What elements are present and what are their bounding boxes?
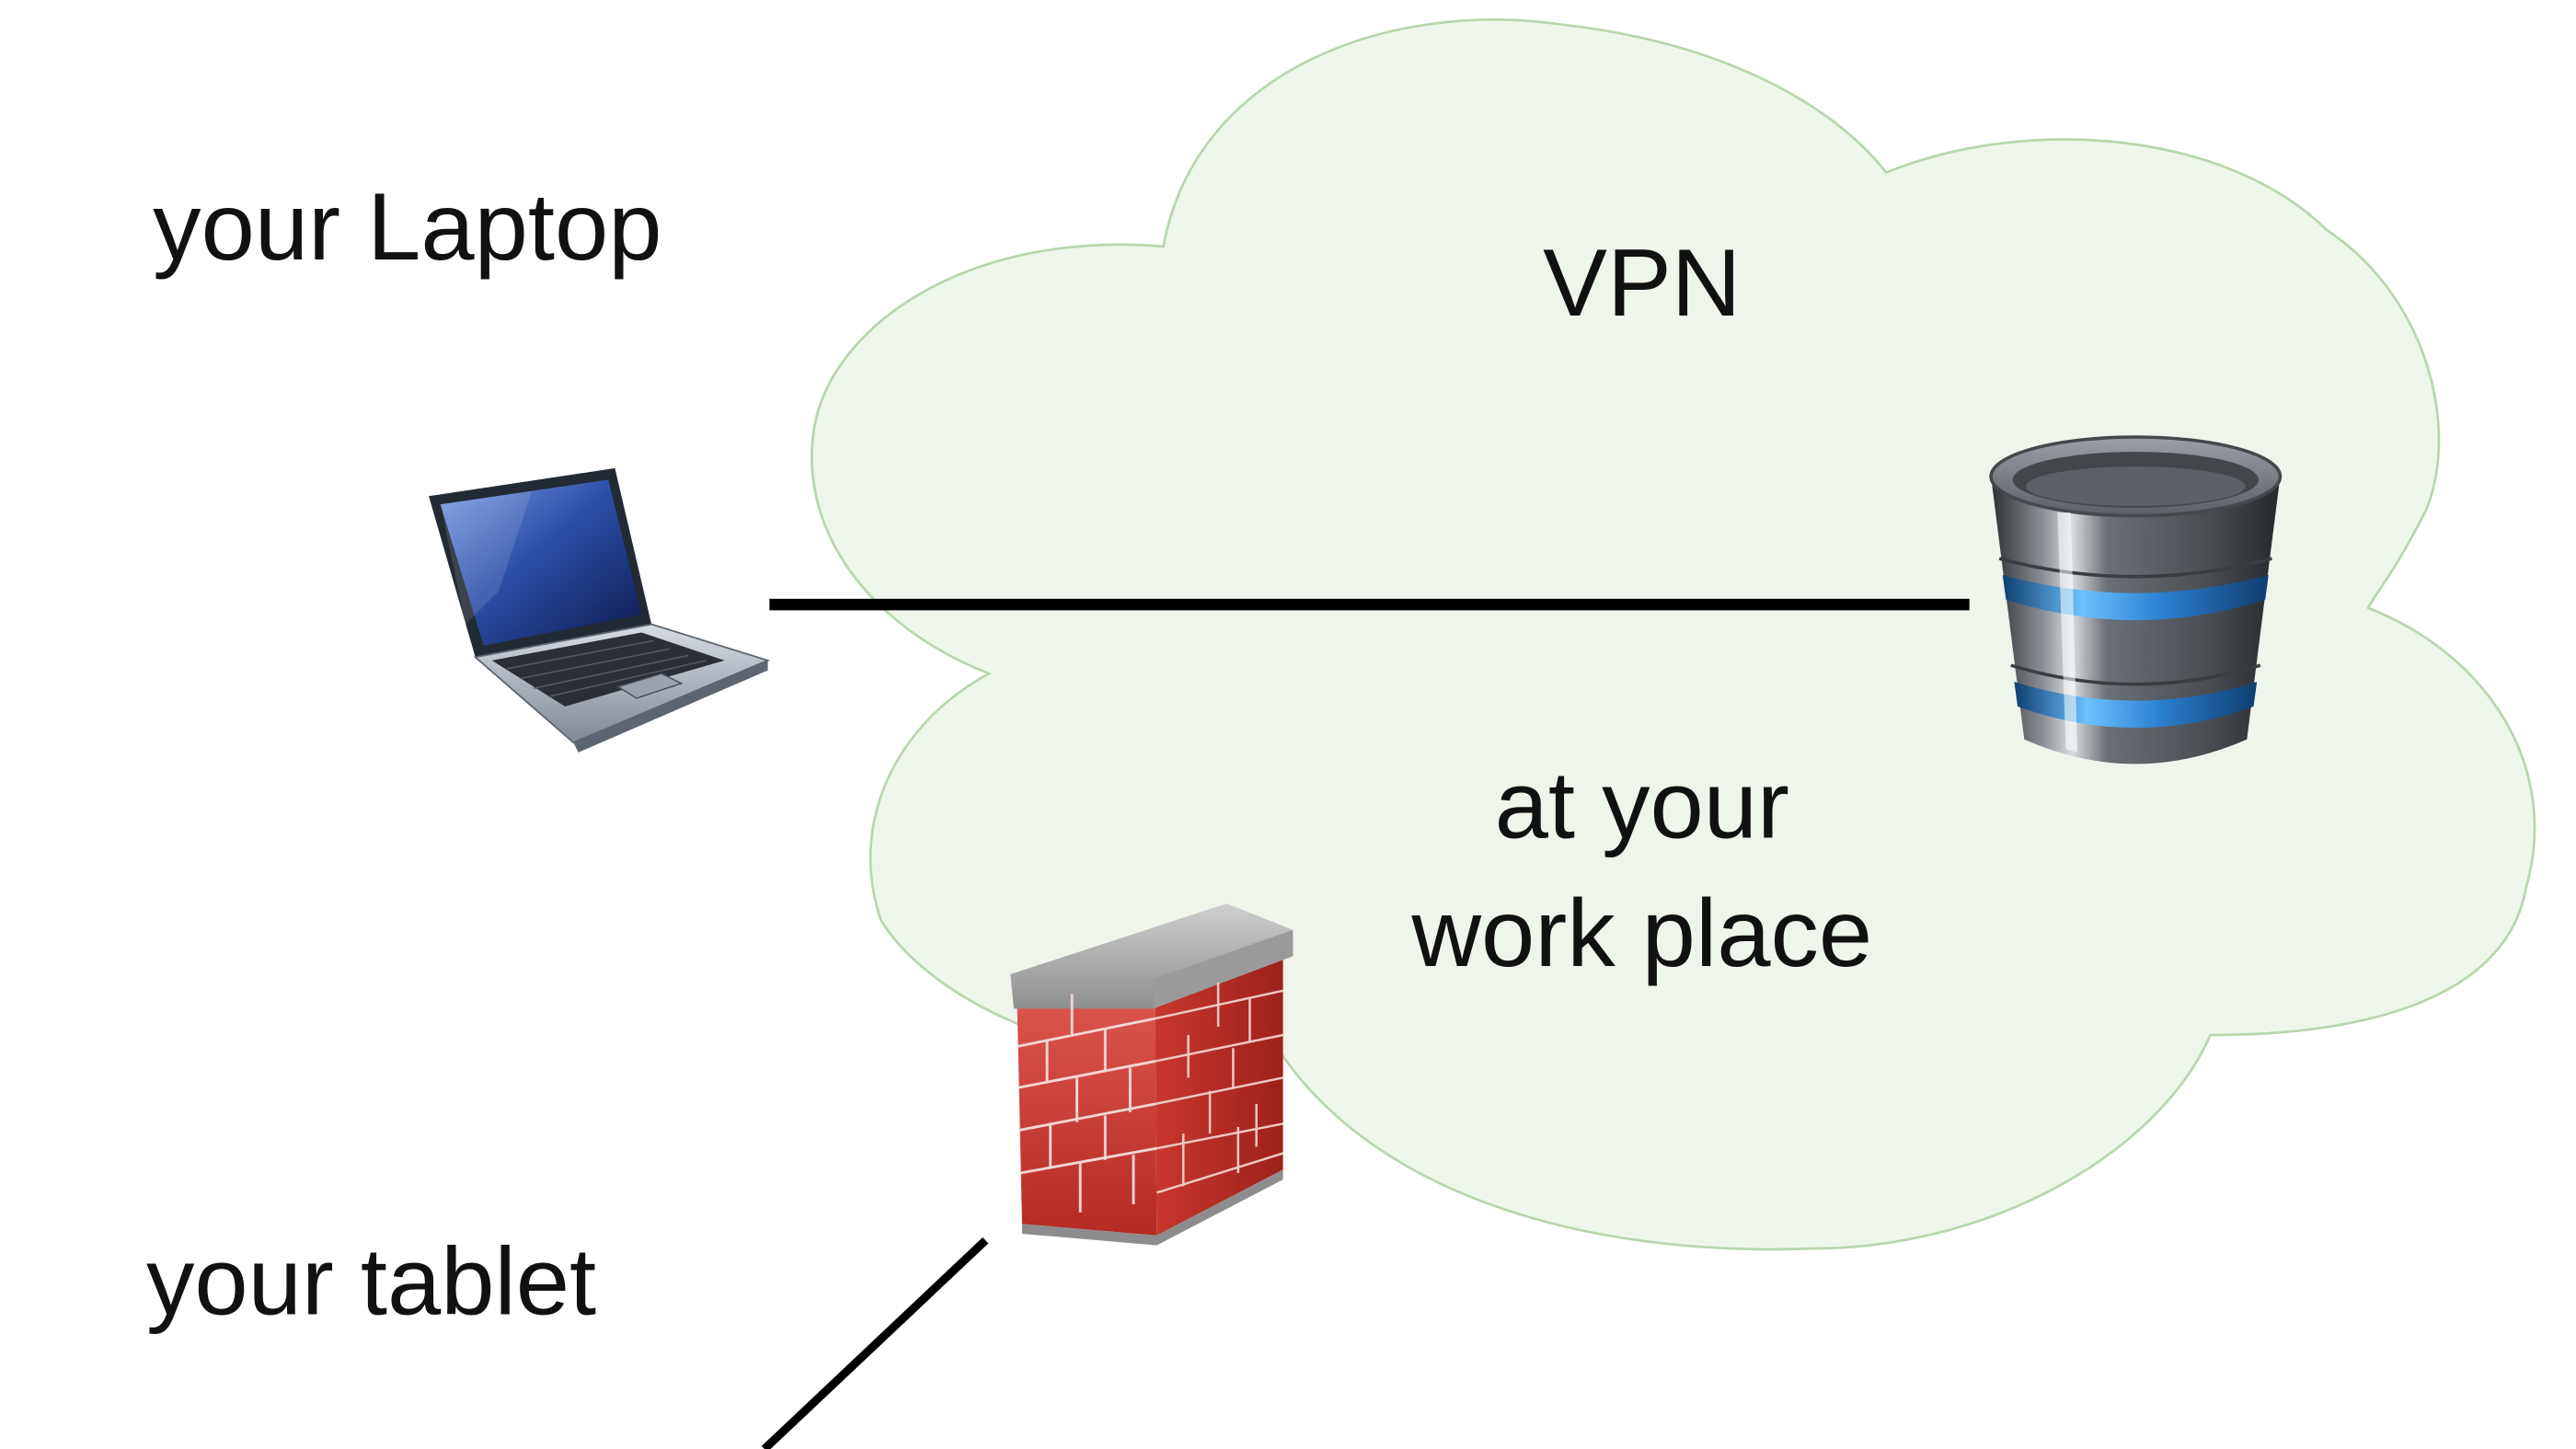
tablet-label: your tablet <box>146 1229 596 1335</box>
tablet-connection-line <box>761 1236 989 1449</box>
workplace-label-line-2: work place <box>1410 881 1872 987</box>
firewall-icon <box>1010 903 1294 1246</box>
laptop-label: your Laptop <box>153 175 661 281</box>
vpn-label: VPN <box>1543 230 1741 336</box>
workplace-label-line-1: at your <box>1495 753 1789 858</box>
database-server-icon <box>1989 435 2283 765</box>
laptop-icon <box>429 467 771 753</box>
